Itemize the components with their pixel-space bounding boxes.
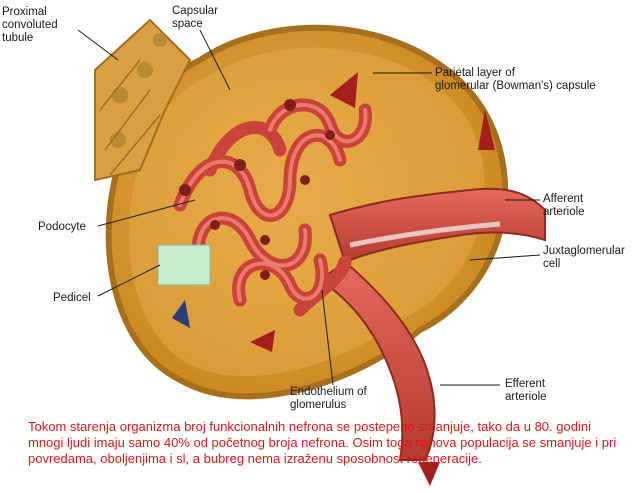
flow-arrows: [250, 72, 495, 486]
label-parietal-layer: Parietal layer of glomerular (Bowman's) …: [435, 67, 596, 92]
label-endothelium: Endothelium of glomerulus: [290, 386, 367, 411]
efferent-arteriole: [318, 260, 436, 461]
juxtaglomerular-band: [349, 221, 501, 248]
label-afferent-arteriole: Afferent arteriole: [543, 193, 585, 218]
afferent-arteriole: [328, 187, 546, 264]
label-capsular-space: Capsular space: [172, 5, 219, 30]
leader-lines: [77, 29, 541, 386]
pedicel-inset: [157, 244, 211, 286]
label-pedicel: Pedicel: [53, 292, 91, 304]
caption-text: Tokom starenja organizma broj funkcional…: [28, 419, 617, 466]
filtrate-arrow: [172, 300, 190, 328]
label-podocyte: Podocyte: [38, 221, 86, 233]
label-proximal-tubule: Proximal convoluted tubule: [2, 6, 58, 44]
label-efferent-arteriole: Efferent arteriole: [505, 378, 547, 403]
label-juxtaglomerular-cell: Juxtaglomerular cell: [543, 245, 625, 270]
capsular-space: [129, 47, 485, 377]
podocyte-nuclei: [179, 99, 335, 280]
proximal-tubule: [94, 18, 192, 182]
capillary-highlights: [178, 102, 368, 302]
